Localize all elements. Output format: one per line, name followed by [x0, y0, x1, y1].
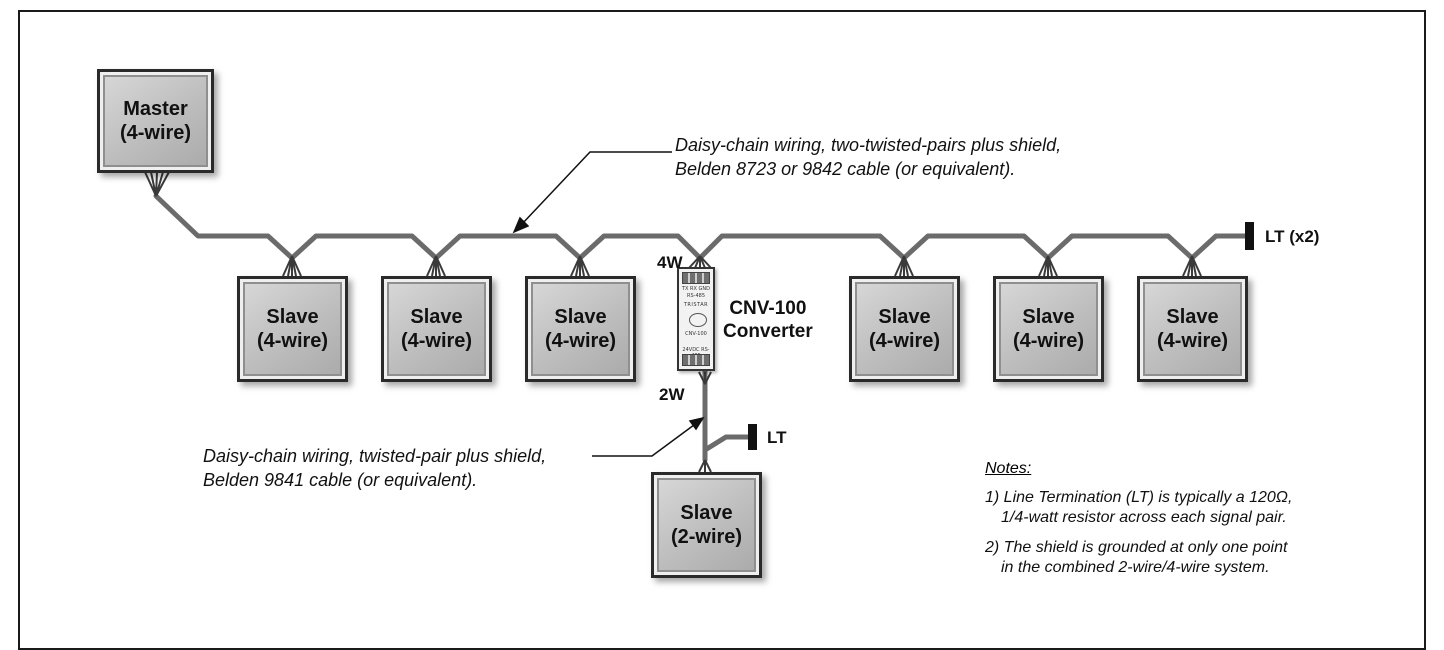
- top-wiring-callout: Daisy-chain wiring, two-twisted-pairs pl…: [675, 133, 1061, 181]
- converter-label-tx-rx: TX RX GND: [681, 286, 711, 292]
- bottom-callout-line1: Daisy-chain wiring, twisted-pair plus sh…: [203, 446, 547, 466]
- converter-bottom-terminals: [682, 354, 710, 366]
- slave-box: Slave (4-wire): [849, 276, 960, 382]
- slave-subtitle: (4-wire): [400, 330, 473, 352]
- slave5-connector: [1038, 255, 1058, 277]
- port-2w-label: 2W: [659, 385, 685, 404]
- converter-type: Converter: [723, 321, 813, 342]
- note-item: 1) Line Termination (LT) is typically a …: [985, 488, 1292, 528]
- slave-box: Slave (4-wire): [993, 276, 1104, 382]
- slave-2wire-subtitle: (2-wire): [670, 526, 743, 548]
- bottom-callout-line2: Belden 9841 cable (or equivalent).: [203, 470, 478, 490]
- slave-box: Slave (4-wire): [381, 276, 492, 382]
- line-termination-top: [1245, 222, 1254, 250]
- note-2-line2: in the combined 2-wire/4-wire system.: [1001, 559, 1270, 576]
- converter-top-terminals: [682, 272, 710, 284]
- bottom-wiring-callout: Daisy-chain wiring, twisted-pair plus sh…: [203, 444, 546, 492]
- slave-title: Slave: [410, 306, 463, 328]
- note-1-line1: 1) Line Termination (LT) is typically a …: [985, 489, 1293, 506]
- converter-label-rs485-top: RS-485: [687, 293, 705, 299]
- lt-x2-label: LT (x2): [1265, 227, 1320, 246]
- slave-box: Slave (4-wire): [1137, 276, 1248, 382]
- converter-model: CNV-100: [685, 331, 707, 337]
- cnv-100-device: TX RX GND RS-485 TRISTAR CNV-100 24VDC R…: [677, 267, 715, 371]
- main-bus-wire: [153, 193, 1248, 261]
- top-callout-leader: [521, 151, 672, 225]
- master-box: Master (4-wire): [97, 69, 214, 173]
- bottom-callout-arrowhead: [688, 416, 705, 431]
- note-1-line2: 1/4-watt resistor across each signal pai…: [1001, 509, 1287, 526]
- converter-ul-mark: [689, 313, 707, 327]
- top-callout-line2: Belden 8723 or 9842 cable (or equivalent…: [675, 159, 1016, 179]
- slave1-connector: [282, 255, 302, 277]
- converter-brand: TRISTAR: [683, 302, 709, 308]
- converter-name-label: CNV-100 Converter: [723, 297, 813, 343]
- master-subtitle: (4-wire): [119, 122, 192, 144]
- slave2-connector: [426, 255, 446, 277]
- two-wire-bus: [702, 368, 751, 463]
- lt-label: LT: [767, 428, 787, 447]
- bottom-callout-leader: [592, 421, 699, 457]
- slave-box: Slave (4-wire): [237, 276, 348, 382]
- note-2-line1: 2) The shield is grounded at only one po…: [985, 539, 1288, 556]
- port-4w-label: 4W: [657, 253, 683, 272]
- slave-title: Slave: [554, 306, 607, 328]
- slave-2wire-box: Slave (2-wire): [651, 472, 762, 578]
- master-connector: [144, 171, 170, 197]
- note-item: 2) The shield is grounded at only one po…: [985, 538, 1292, 578]
- notes-block: Notes: 1) Line Termination (LT) is typic…: [985, 460, 1292, 578]
- slave-title: Slave: [266, 306, 319, 328]
- top-callout-arrowhead: [512, 216, 530, 234]
- slave-box: Slave (4-wire): [525, 276, 636, 382]
- slave-subtitle: (4-wire): [1156, 330, 1229, 352]
- slave6-connector: [1182, 255, 1202, 277]
- slave-subtitle: (4-wire): [1012, 330, 1085, 352]
- slave-subtitle: (4-wire): [868, 330, 941, 352]
- slave-title: Slave: [1166, 306, 1219, 328]
- converter-name: CNV-100: [729, 298, 807, 319]
- line-termination-bottom: [748, 424, 757, 450]
- slave4-connector: [894, 255, 914, 277]
- slave-subtitle: (4-wire): [544, 330, 617, 352]
- converter-2w-connector: [698, 371, 712, 385]
- top-callout-line1: Daisy-chain wiring, two-twisted-pairs pl…: [675, 135, 1062, 155]
- slave-title: Slave: [878, 306, 931, 328]
- slave-subtitle: (4-wire): [256, 330, 329, 352]
- slave-2wire-connector: [698, 459, 712, 473]
- notes-title: Notes:: [985, 460, 1032, 477]
- slave3-connector: [570, 255, 590, 277]
- slave-2wire-title: Slave: [680, 502, 733, 524]
- slave-title: Slave: [1022, 306, 1075, 328]
- converter-4w-connector: [688, 255, 712, 269]
- master-title: Master: [123, 98, 188, 120]
